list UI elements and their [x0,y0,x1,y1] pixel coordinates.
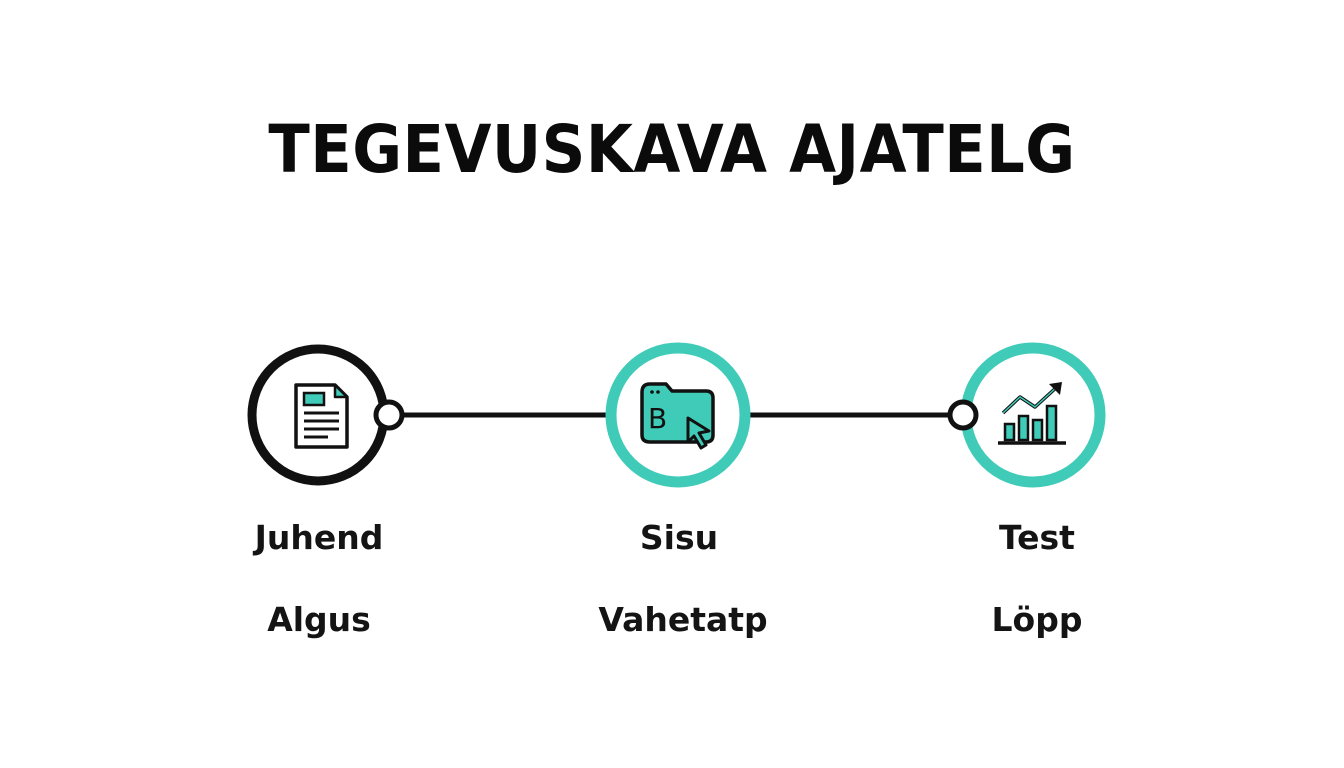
step-label-1: Juhend [254,518,384,557]
step-phase-2: Vahetatp [598,600,768,639]
step-phase-3: Löpp [991,600,1083,639]
folder-cursor-icon: B [640,382,715,450]
step-label-2: Sisu [639,518,719,557]
step-node-test [960,342,1106,488]
timeline-dot-2 [947,399,979,431]
step-label-3: Test [999,518,1075,557]
bar-chart-trend-icon [998,382,1066,445]
document-icon [294,383,349,449]
svg-text:B: B [648,402,667,435]
timeline-dot-1 [373,399,405,431]
page-title: TEGEVUSKAVA AJATELG [268,111,1076,188]
step-phase-1: Algus [267,600,371,639]
